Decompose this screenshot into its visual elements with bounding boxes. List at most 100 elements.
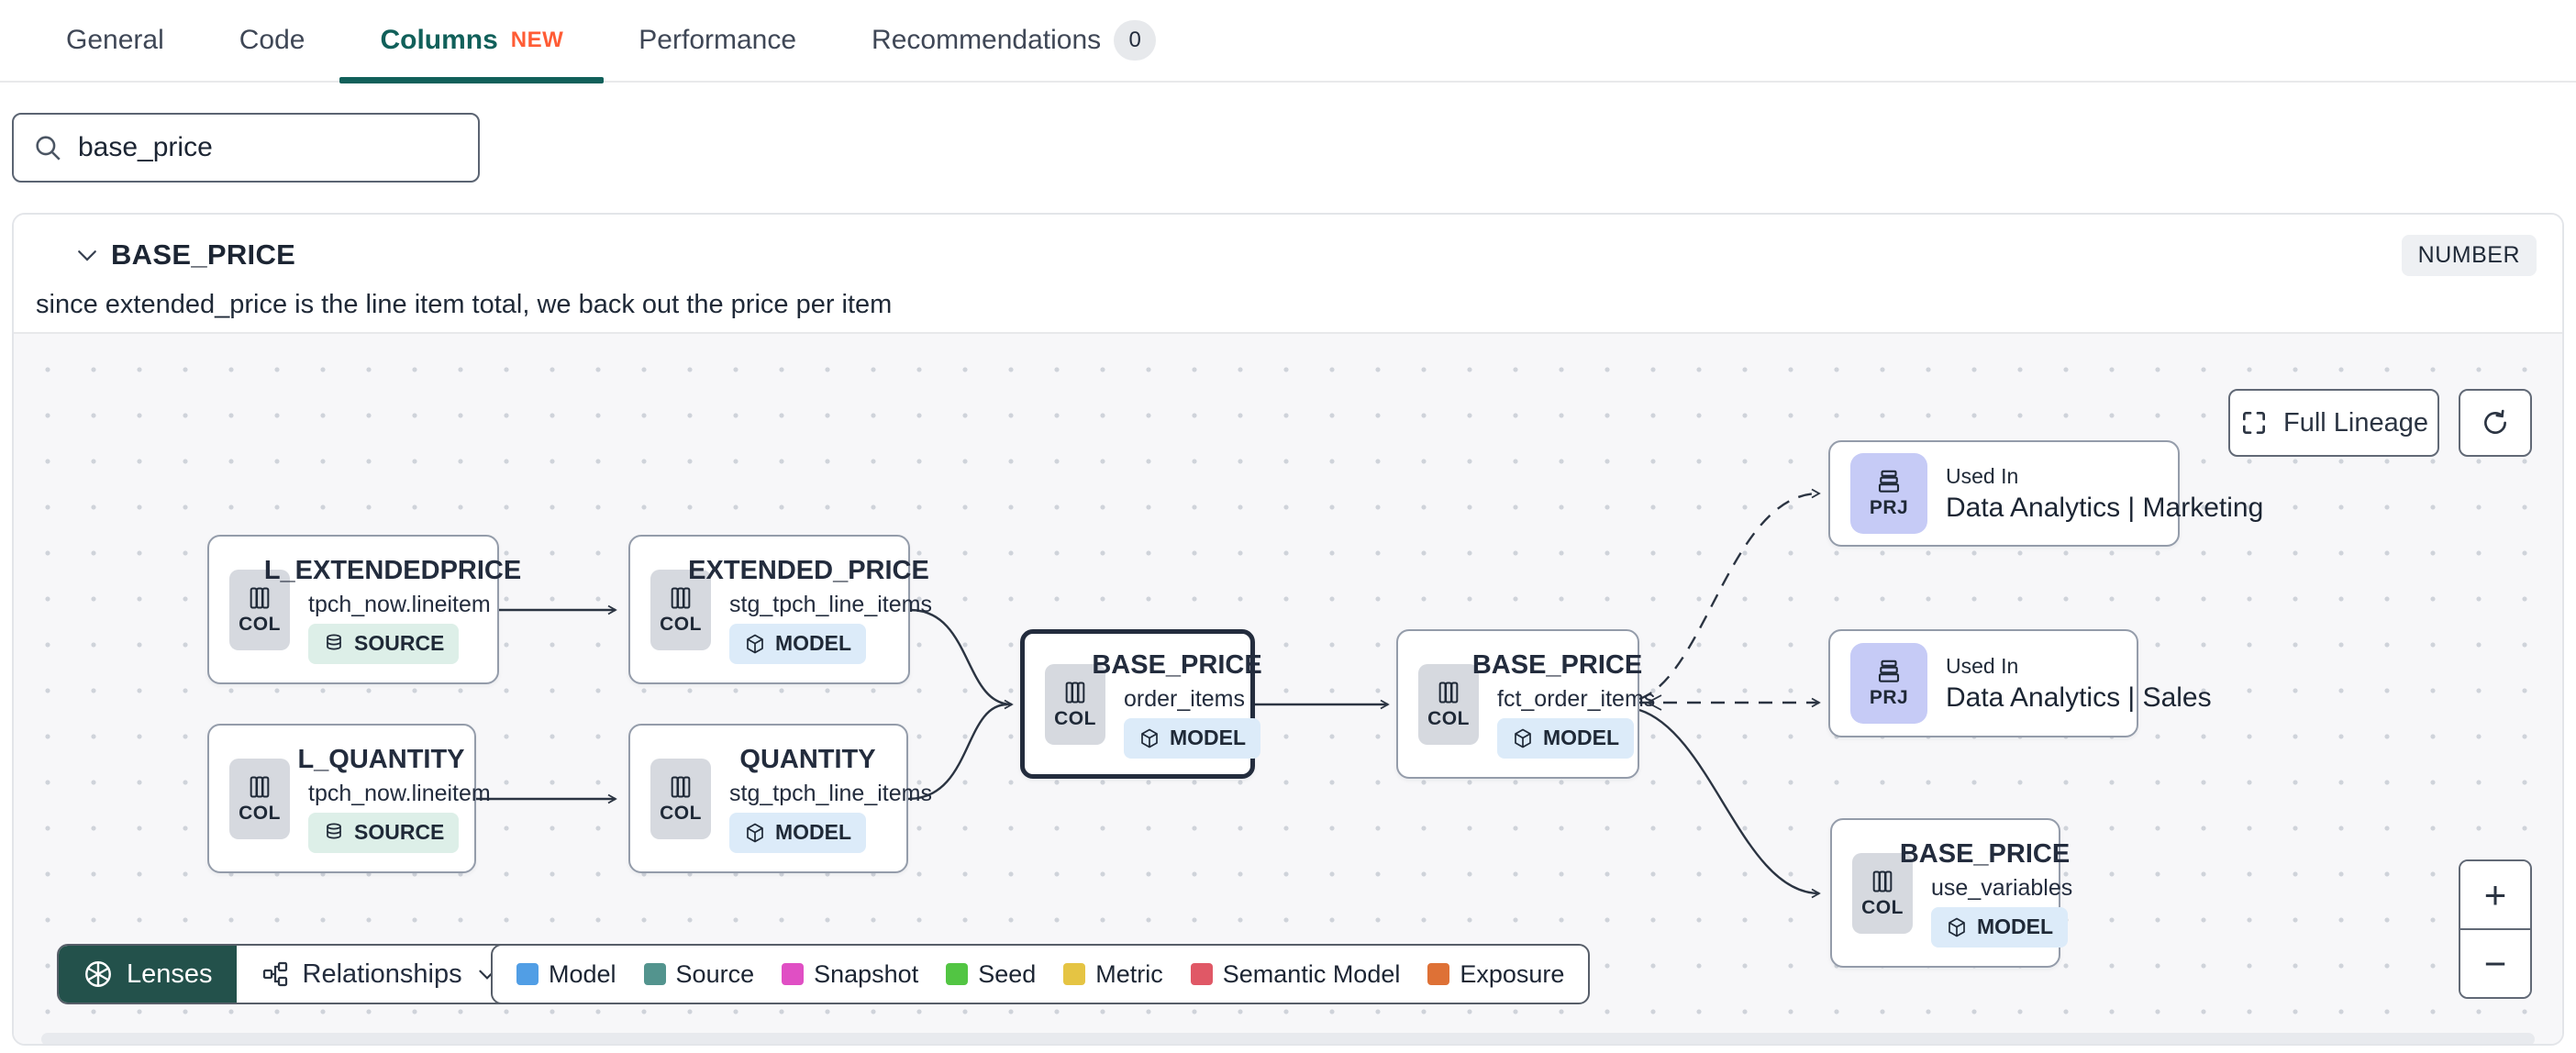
cube-icon [747,634,763,653]
node-type-legend: Model Source Snapshot Seed Metric Semant… [491,944,1591,1004]
legend-item-semantic-model: Semantic Model [1190,960,1400,989]
tab-performance[interactable]: Performance [629,0,805,82]
tab-label: Columns [380,25,498,55]
fullscreen-icon [2243,412,2265,434]
cube-icon [747,823,763,842]
node-subtitle: use_variables [1931,874,2073,901]
legend-item-snapshot: Snapshot [782,960,918,989]
node-title: BASE_PRICE [1899,838,2071,869]
node-title: Data Analytics | Sales [1946,682,2212,713]
lineage-node-extended-price[interactable]: COL EXTENDED_PRICE stg_tpch_line_items M… [628,535,932,684]
node-eyebrow: Used In [1946,653,2019,678]
legend-swatch [516,963,539,985]
node-type-badge: MODEL [729,812,867,853]
legend-item-exposure: Exposure [1427,960,1564,989]
archive-icon [1878,660,1900,682]
refresh-icon [2484,409,2506,434]
tab-label: Code [239,25,305,55]
node-type-badge: SOURCE [308,623,460,664]
lineage-node-quantity[interactable]: COL QUANTITY stg_tpch_line_items MODEL [628,724,932,873]
node-title: BASE_PRICE [1471,649,1643,680]
tab-bar: General Code Columns NEW Performance Rec… [0,0,2576,83]
node-subtitle: stg_tpch_line_items [729,591,932,617]
lenses-label: Lenses [127,959,213,989]
zoom-out-button[interactable]: − [2460,930,2530,997]
columns-icon [250,776,270,797]
legend-swatch [1190,963,1213,985]
node-type-badge: SOURCE [308,812,460,853]
relationships-icon [262,961,287,987]
lineage-node-l-extendedprice[interactable]: COL L_EXTENDEDPRICE tpch_now.lineitem SO… [207,535,521,684]
tab-code[interactable]: Code [230,0,315,82]
database-icon [327,634,341,649]
node-subtitle: tpch_now.lineitem [308,591,491,617]
legend-item-model: Model [516,960,616,989]
node-type-badge: MODEL [1931,906,2069,948]
lineage-node-base-price-use-variables[interactable]: COL BASE_PRICE use_variables MODEL [1830,818,2072,968]
legend-item-source: Source [643,960,754,989]
zoom-controls: + − [2459,859,2532,999]
column-name: BASE_PRICE [111,238,296,271]
legend-swatch [946,963,969,985]
lineage-node-l-quantity[interactable]: COL L_QUANTITY tpch_now.lineitem SOURCE [207,724,491,873]
legend-item-metric: Metric [1063,960,1163,989]
columns-icon [1872,870,1893,892]
legend-item-seed: Seed [946,960,1036,989]
node-title: BASE_PRICE [1092,649,1262,680]
tab-label: Recommendations [872,25,1102,55]
tab-general[interactable]: General [57,0,173,82]
column-search [12,113,480,183]
lenses-toolbar: Lenses Relationships [57,944,525,1004]
lineage-node-base-price-fct-order-items[interactable]: COL BASE_PRICE fct_order_items MODEL [1396,629,1655,779]
lenses-button[interactable]: Lenses [59,946,237,1003]
node-title: QUANTITY [739,744,876,774]
column-entity-badge: COL [650,569,711,650]
column-entity-badge: COL [1852,852,1913,934]
refresh-button[interactable] [2459,389,2532,457]
legend-swatch [782,963,805,985]
node-subtitle: stg_tpch_line_items [729,780,932,806]
columns-icon [671,587,691,608]
node-title: L_QUANTITY [297,744,465,774]
new-badge: NEW [510,28,564,52]
cube-icon [1949,917,1965,937]
column-card-header: BASE_PRICE NUMBER since extended_price i… [14,215,2562,332]
horizontal-scrollbar[interactable] [41,1033,2535,1044]
collapse-chevron-icon[interactable] [67,235,107,275]
count-badge: 0 [1114,20,1157,61]
lineage-node-base-price-order-items[interactable]: COL BASE_PRICE order_items MODEL [1020,629,1262,779]
tab-columns[interactable]: Columns NEW [339,0,605,83]
tab-label: Performance [638,25,797,55]
search-input[interactable] [78,132,460,163]
columns-icon [250,587,270,608]
zoom-in-button[interactable]: + [2460,861,2530,930]
relationships-label: Relationships [302,959,462,989]
lineage-node-used-in-sales[interactable]: PRJ Used In Data Analytics | Sales [1828,629,2212,737]
full-lineage-label: Full Lineage [2283,407,2428,438]
column-entity-badge: COL [650,758,711,839]
column-entity-badge: COL [1045,663,1105,745]
tab-recommendations[interactable]: Recommendations 0 [862,0,1165,82]
lineage-node-used-in-marketing[interactable]: PRJ Used In Data Analytics | Marketing [1828,440,2263,547]
legend-swatch [643,963,666,985]
node-eyebrow: Used In [1946,463,2019,488]
full-lineage-button[interactable]: Full Lineage [2228,389,2439,457]
tab-label: General [66,25,164,55]
node-title: Data Analytics | Marketing [1946,492,2264,523]
node-subtitle: tpch_now.lineitem [308,780,491,806]
column-entity-badge: COL [1418,663,1479,745]
column-card: BASE_PRICE NUMBER since extended_price i… [12,213,2564,1046]
column-description: since extended_price is the line item to… [36,290,893,319]
node-title: L_EXTENDEDPRICE [263,555,522,585]
node-subtitle: order_items [1124,685,1245,712]
project-entity-badge: PRJ [1850,643,1927,724]
legend-swatch [1063,963,1086,985]
archive-icon [1878,470,1900,493]
node-subtitle: fct_order_items [1497,685,1656,712]
lineage-canvas: COL L_EXTENDEDPRICE tpch_now.lineitem SO… [14,332,2562,1044]
aperture-icon [85,961,111,987]
project-entity-badge: PRJ [1850,453,1927,534]
cube-icon [1515,728,1531,748]
relationships-dropdown[interactable]: Relationships [236,946,523,1003]
